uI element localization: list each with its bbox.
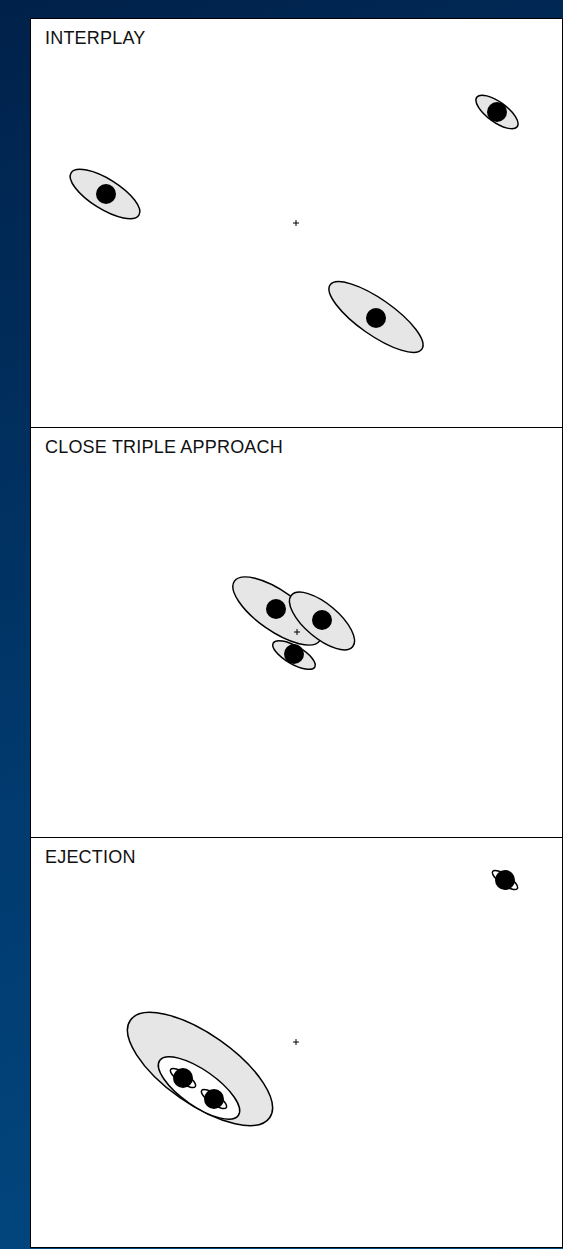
panel-box: CLOSE TRIPLE APPROACH <box>30 427 563 838</box>
panel-heading: INTERPLAY <box>45 28 146 49</box>
panel-heading: EJECTION <box>45 847 136 868</box>
center-marks <box>293 220 300 1045</box>
disk-figures <box>63 89 523 1146</box>
panel-heading: CLOSE TRIPLE APPROACH <box>45 437 283 458</box>
panel-box: INTERPLAY <box>30 18 563 428</box>
panel-box: EJECTION <box>30 837 563 1248</box>
planet-dots <box>96 102 515 1109</box>
planet-rings <box>168 867 520 1111</box>
panel-ground <box>30 18 563 1247</box>
